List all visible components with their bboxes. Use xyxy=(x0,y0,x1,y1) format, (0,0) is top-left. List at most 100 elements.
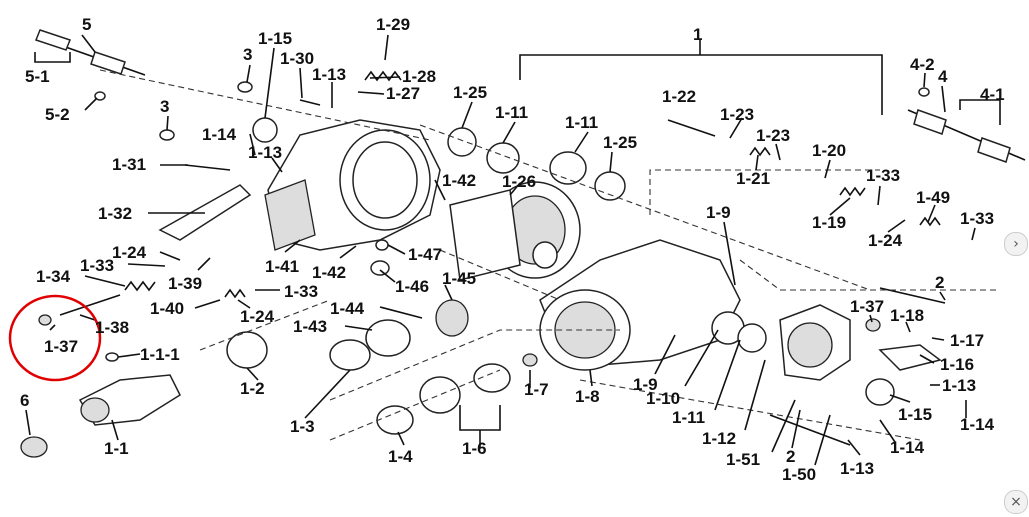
group-4-1-bracket xyxy=(959,99,1001,125)
pins xyxy=(59,99,946,446)
label-1-45: 1-45 xyxy=(442,269,476,288)
label-1-18: 1-18 xyxy=(890,306,924,325)
label-1-50: 1-50 xyxy=(782,465,816,484)
label-1-12: 1-12 xyxy=(702,429,736,448)
label-1-25b: 1-25 xyxy=(603,133,637,152)
label-1-24b: 1-24 xyxy=(240,307,275,326)
label-1-42a: 1-42 xyxy=(442,171,476,190)
label-1-33b: 1-33 xyxy=(284,282,318,301)
label-1-1-1: 1-1-1 xyxy=(140,345,180,364)
label-5-2: 5-2 xyxy=(45,105,70,124)
next-image-button[interactable]: › xyxy=(1004,232,1028,256)
label-1-26: 1-26 xyxy=(502,172,536,191)
label-1-37a: 1-37 xyxy=(44,337,78,356)
left-housing xyxy=(264,119,441,251)
highlight-circle xyxy=(8,294,102,382)
label-1-6: 1-6 xyxy=(462,439,487,458)
left-axle-shaft xyxy=(35,29,146,101)
label-1-34: 1-34 xyxy=(36,267,71,286)
label-3a: 3 xyxy=(243,45,252,64)
springs xyxy=(124,70,941,299)
label-4-1: 4-1 xyxy=(980,85,1005,104)
label-1-10: 1-10 xyxy=(646,389,680,408)
label-1-8: 1-8 xyxy=(575,387,600,406)
leader-lines xyxy=(25,34,976,466)
label-1-47: 1-47 xyxy=(408,245,442,264)
ring-gear xyxy=(449,181,581,281)
label-1-33a: 1-33 xyxy=(80,256,114,275)
label-1-32: 1-32 xyxy=(98,204,132,223)
label-1-16: 1-16 xyxy=(940,355,974,374)
label-1-2: 1-2 xyxy=(240,379,265,398)
label-1-3: 1-3 xyxy=(290,417,315,436)
label-2a: 2 xyxy=(935,273,944,292)
part-drawings xyxy=(20,29,1026,458)
label-1-15b: 1-15 xyxy=(898,405,932,424)
label-3b: 3 xyxy=(160,97,169,116)
label-1-31: 1-31 xyxy=(112,155,146,174)
label-1-29: 1-29 xyxy=(376,15,410,34)
label-1-13d: 1-13 xyxy=(840,459,874,478)
label-1-46: 1-46 xyxy=(395,277,429,296)
label-1-7: 1-7 xyxy=(524,380,549,399)
label-5: 5 xyxy=(82,15,91,34)
label-1-33d: 1-33 xyxy=(960,209,994,228)
label-1-39: 1-39 xyxy=(168,274,202,293)
label-1-19: 1-19 xyxy=(812,213,846,232)
label-4: 4 xyxy=(938,67,948,86)
label-1-13c: 1-13 xyxy=(942,376,976,395)
output-yoke xyxy=(78,374,181,426)
label-1-4: 1-4 xyxy=(388,447,413,466)
label-1-38: 1-38 xyxy=(95,318,129,337)
label-5-1: 5-1 xyxy=(25,67,50,86)
label-1-13b: 1-13 xyxy=(248,143,282,162)
label-1-23b: 1-23 xyxy=(756,126,790,145)
label-1-23a: 1-23 xyxy=(720,105,754,124)
label-1-27: 1-27 xyxy=(386,84,420,103)
label-1-14c: 1-14 xyxy=(890,438,925,457)
label-1-28: 1-28 xyxy=(402,67,436,86)
small-parts xyxy=(20,81,942,458)
right-housing-cover xyxy=(779,304,851,381)
label-1-14b: 1-14 xyxy=(960,415,995,434)
group-1-6-bracket xyxy=(459,405,501,431)
label-1-24a: 1-24 xyxy=(112,243,147,262)
label-1-11c: 1-11 xyxy=(672,408,705,427)
label-1: 1 xyxy=(693,25,702,44)
label-1-37b: 1-37 xyxy=(850,297,884,316)
close-button[interactable]: × xyxy=(1004,490,1028,514)
label-1-22: 1-22 xyxy=(662,87,696,106)
label-1-42b: 1-42 xyxy=(312,263,346,282)
chevron-right-icon: › xyxy=(1013,236,1019,252)
label-1-11b: 1-11 xyxy=(565,113,598,132)
label-1-15a: 1-15 xyxy=(258,29,292,48)
label-1-41: 1-41 xyxy=(265,257,299,276)
label-1-30: 1-30 xyxy=(280,49,314,68)
label-1-13a: 1-13 xyxy=(312,65,346,84)
label-1-25a: 1-25 xyxy=(453,83,487,102)
label-1-40: 1-40 xyxy=(150,299,184,318)
label-1-11a: 1-11 xyxy=(495,103,528,122)
part-labels: 5 5-1 5-2 3 3 1-15 1-30 1-13 1-29 1-28 1… xyxy=(20,15,1005,484)
label-1-14a: 1-14 xyxy=(202,125,237,144)
label-6: 6 xyxy=(20,391,29,410)
label-4-2: 4-2 xyxy=(910,55,935,74)
label-1-17: 1-17 xyxy=(950,331,984,350)
label-1-51: 1-51 xyxy=(726,450,760,469)
label-2b: 2 xyxy=(786,447,795,466)
main-housing xyxy=(539,239,741,371)
close-icon: × xyxy=(1010,494,1022,510)
label-1-44: 1-44 xyxy=(330,299,365,318)
label-1-9a: 1-9 xyxy=(706,203,731,222)
label-1-49: 1-49 xyxy=(916,188,950,207)
group-1-bracket xyxy=(519,54,883,115)
label-1-33c: 1-33 xyxy=(866,166,900,185)
label-1-24c: 1-24 xyxy=(868,231,903,250)
label-1-20: 1-20 xyxy=(812,141,846,160)
rings xyxy=(226,117,895,435)
right-axle-shaft xyxy=(907,87,1026,163)
label-1-43: 1-43 xyxy=(293,317,327,336)
label-1-1: 1-1 xyxy=(104,439,129,458)
label-1-9b: 1-9 xyxy=(633,375,658,394)
